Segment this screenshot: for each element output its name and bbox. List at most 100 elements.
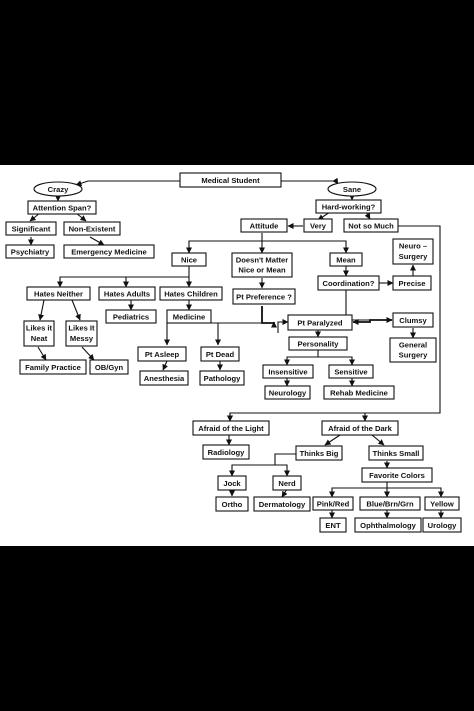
node-label: Yellow bbox=[430, 500, 454, 509]
edge-messy-obgyn bbox=[81, 346, 95, 361]
node-label: Radiology bbox=[208, 448, 245, 457]
node-label: Anesthesia bbox=[144, 374, 185, 383]
node-label: Mean bbox=[336, 256, 356, 265]
node-non-existent: Non-Existent bbox=[63, 221, 121, 236]
node-pediatrics: Pediatrics bbox=[105, 309, 157, 324]
node-ortho: Ortho bbox=[215, 496, 249, 512]
node-rehab-medicine: Rehab Medicine bbox=[323, 385, 395, 400]
node-crazy: Crazy bbox=[33, 181, 83, 197]
node-attention-span: Attention Span? bbox=[27, 200, 97, 215]
node-label: Pt Paralyzed bbox=[297, 319, 343, 328]
node-afraid-dark: Afraid of the Dark bbox=[321, 420, 399, 436]
node-precise: Precise bbox=[392, 275, 432, 291]
node-label: General bbox=[399, 341, 427, 350]
node-pathology: Pathology bbox=[199, 370, 245, 386]
node-label: Personality bbox=[298, 340, 340, 349]
node-jock: Jock bbox=[217, 475, 247, 491]
node-label: Ophthalmology bbox=[360, 521, 416, 530]
edge-attitude-mean bbox=[262, 240, 349, 254]
node-label: Neat bbox=[31, 334, 48, 343]
node-label: Psychiatry bbox=[11, 248, 50, 257]
node-label: Pink/Red bbox=[317, 500, 350, 509]
edge-neither-messy bbox=[71, 299, 81, 321]
edge-colors-yellow bbox=[387, 487, 444, 498]
edge-asleep-anesthesia bbox=[162, 360, 168, 371]
node-urology: Urology bbox=[422, 517, 462, 533]
node-label: Hates Children bbox=[164, 290, 218, 299]
node-label: Jock bbox=[223, 479, 241, 488]
edge-ptpref-paralyzed-stub bbox=[261, 306, 277, 328]
node-hates-adults: Hates Adults bbox=[98, 286, 156, 301]
edge-to-sane bbox=[281, 177, 339, 185]
node-label: Clumsy bbox=[399, 316, 427, 325]
node-label: Sensitive bbox=[334, 368, 367, 377]
node-label: Attention Span? bbox=[33, 204, 92, 213]
node-label: Medical Student bbox=[201, 176, 260, 185]
node-ob-gyn: OB/Gyn bbox=[89, 359, 129, 375]
edge-nice-hatesneither bbox=[57, 265, 190, 288]
node-label: Family Practice bbox=[25, 363, 81, 372]
node-anesthesia: Anesthesia bbox=[139, 370, 189, 386]
node-label: Nice bbox=[181, 256, 197, 265]
edge-personality-sensitive bbox=[318, 356, 355, 366]
node-label: Likes it bbox=[26, 324, 53, 333]
node-label: Pt Asleep bbox=[145, 350, 180, 359]
node-label: Significant bbox=[12, 225, 51, 234]
edge-dark-big bbox=[324, 434, 341, 446]
node-label: Medicine bbox=[173, 313, 206, 322]
node-label: Surgery bbox=[399, 252, 428, 261]
edge-big-nerd bbox=[275, 464, 290, 477]
node-nerd: Nerd bbox=[272, 475, 302, 491]
node-label: Likes It bbox=[68, 324, 95, 333]
node-thinks-small: Thinks Small bbox=[368, 445, 424, 461]
node-label: Surgery bbox=[399, 351, 428, 360]
node-general-surgery: General Surgery bbox=[389, 337, 437, 363]
node-doesnt-matter: Doesn't Matter Nice or Mean bbox=[231, 252, 293, 278]
node-label: Dermatology bbox=[259, 500, 306, 509]
node-label: Crazy bbox=[48, 185, 69, 194]
node-label: Ortho bbox=[222, 500, 243, 509]
node-label: Very bbox=[310, 222, 327, 231]
node-label: Hates Adults bbox=[104, 290, 150, 299]
node-label: Doesn't Matter bbox=[236, 256, 288, 265]
node-hates-children: Hates Children bbox=[159, 286, 223, 301]
node-hates-neither: Hates Neither bbox=[26, 286, 91, 301]
node-neurology: Neurology bbox=[264, 385, 311, 400]
node-label: Thinks Small bbox=[373, 449, 420, 458]
node-label: Favorite Colors bbox=[369, 471, 425, 480]
node-label: Insensitive bbox=[268, 368, 307, 377]
node-radiology: Radiology bbox=[202, 444, 250, 460]
edge-attitude-nice bbox=[186, 233, 263, 254]
node-likes-messy: Likes It Messy bbox=[65, 320, 98, 347]
edge-clumsy-paralyzed bbox=[352, 319, 392, 325]
node-blue-brn-grn: Blue/Brn/Grn bbox=[359, 496, 421, 511]
edge-neither-neat bbox=[38, 299, 45, 321]
node-medicine: Medicine bbox=[166, 309, 212, 324]
node-label: Hard-working? bbox=[322, 203, 376, 212]
node-psychiatry: Psychiatry bbox=[5, 244, 55, 259]
edge-to-crazy bbox=[75, 180, 180, 187]
node-label: Sane bbox=[343, 185, 361, 194]
node-yellow: Yellow bbox=[424, 496, 460, 511]
node-pt-asleep: Pt Asleep bbox=[137, 346, 187, 362]
connectors bbox=[28, 177, 444, 519]
node-insensitive: Insensitive bbox=[262, 364, 314, 379]
node-sensitive: Sensitive bbox=[328, 364, 374, 379]
node-label: Thinks Big bbox=[300, 449, 339, 458]
node-label: Neurology bbox=[269, 389, 307, 398]
edge-dark-small bbox=[371, 434, 385, 446]
node-label: Afraid of the Light bbox=[198, 424, 264, 433]
node-pink-red: Pink/Red bbox=[312, 496, 354, 511]
edge-nonexistent-emergency bbox=[89, 236, 105, 246]
node-label: Nice or Mean bbox=[238, 266, 286, 275]
node-neuro-surgery: Neuro – Surgery bbox=[392, 238, 434, 265]
node-label: Neuro – bbox=[399, 242, 427, 251]
node-label: Non-Existent bbox=[69, 225, 116, 234]
node-likes-neat: Likes it Neat bbox=[23, 320, 55, 347]
node-pt-preference: Pt Preference ? bbox=[232, 288, 296, 305]
specialty-flowchart: Medical Student Crazy Sane Attention Spa… bbox=[5, 172, 462, 533]
node-family-practice: Family Practice bbox=[19, 359, 87, 375]
node-label: Pathology bbox=[204, 374, 241, 383]
edge-colors-pink bbox=[329, 481, 388, 498]
node-sane: Sane bbox=[327, 181, 377, 197]
